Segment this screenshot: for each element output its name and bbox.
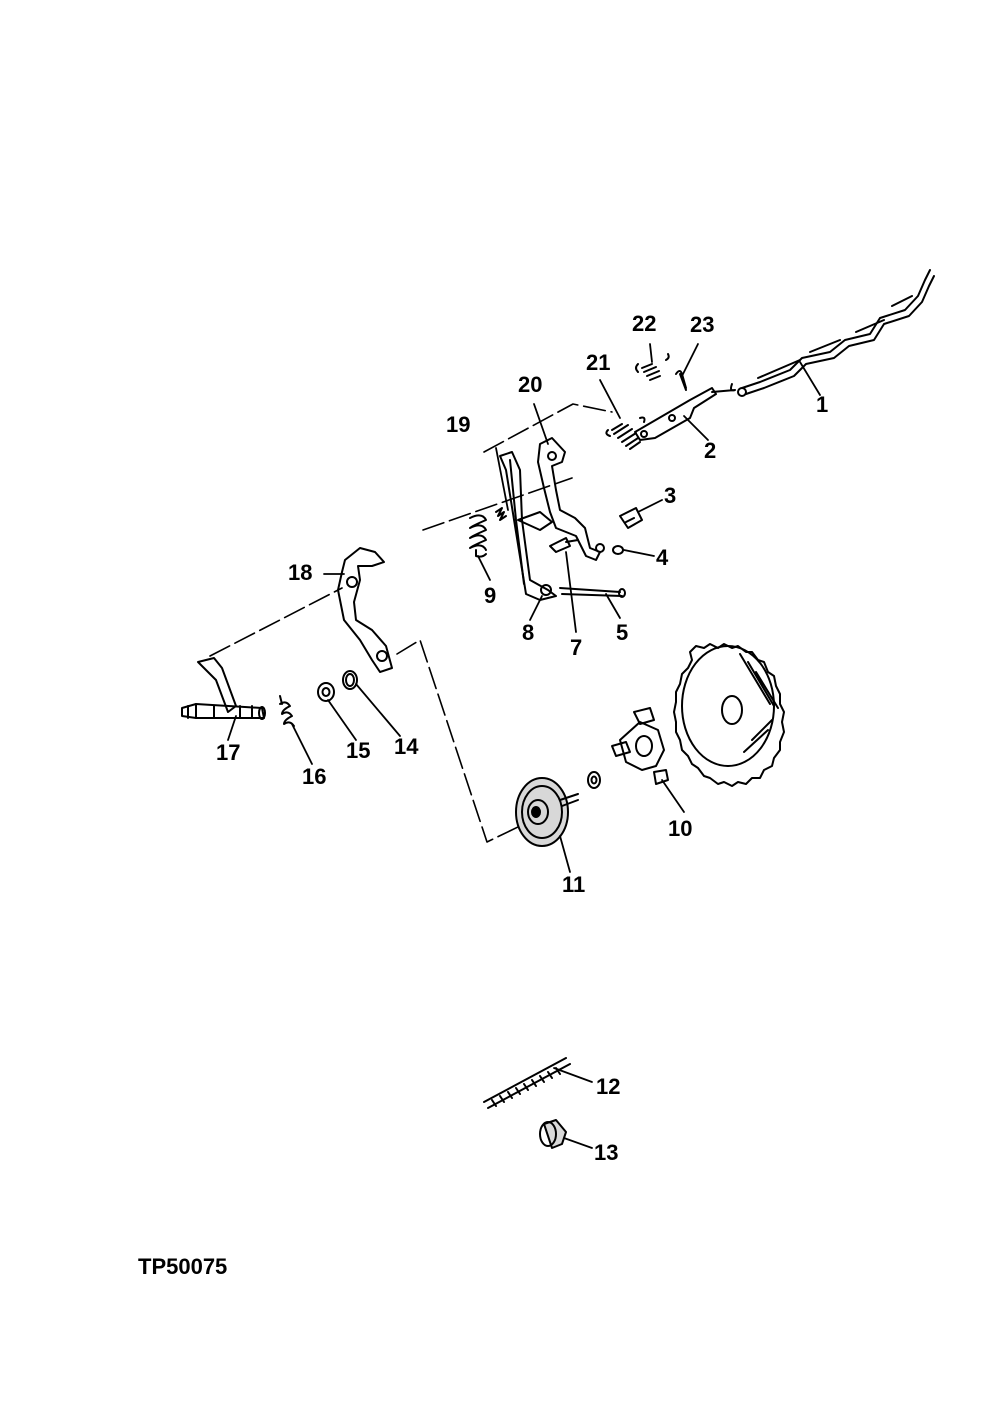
leader-lines bbox=[227, 343, 821, 1149]
callout-22: 22 bbox=[632, 311, 657, 336]
link-spring bbox=[635, 353, 670, 381]
e-ring bbox=[612, 545, 624, 555]
extension-spring bbox=[605, 416, 646, 450]
callout-17: 17 bbox=[216, 740, 241, 765]
callout-15: 15 bbox=[346, 738, 371, 763]
shaft-assembly bbox=[181, 657, 266, 720]
callout-2: 2 bbox=[704, 438, 717, 463]
dowel-rod bbox=[483, 1057, 571, 1109]
callout-1: 1 bbox=[816, 392, 829, 417]
callout-8: 8 bbox=[522, 620, 535, 645]
cotter-pin bbox=[675, 370, 687, 391]
callout-20: 20 bbox=[518, 372, 543, 397]
governor-rod bbox=[711, 269, 935, 397]
governor-gear bbox=[673, 643, 785, 787]
bracket bbox=[499, 451, 557, 601]
torsion-spring bbox=[279, 695, 295, 727]
pin bbox=[559, 587, 626, 598]
callout-18: 18 bbox=[288, 560, 313, 585]
bolt bbox=[549, 537, 579, 553]
spring bbox=[469, 514, 487, 558]
clip bbox=[619, 507, 643, 529]
callout-13: 13 bbox=[594, 1140, 619, 1165]
callout-16: 16 bbox=[302, 764, 327, 789]
callout-4: 4 bbox=[656, 545, 669, 570]
bushing bbox=[539, 1119, 567, 1149]
callout-11: 11 bbox=[562, 872, 586, 897]
callout-9: 9 bbox=[484, 583, 497, 608]
governor-lever bbox=[634, 387, 717, 441]
callout-14: 14 bbox=[394, 734, 419, 759]
callout-3: 3 bbox=[664, 483, 677, 508]
flyweight bbox=[611, 707, 669, 785]
washer-spring bbox=[342, 670, 358, 690]
figure-reference-id: TP50075 bbox=[138, 1254, 228, 1279]
callout-23: 23 bbox=[690, 312, 715, 337]
crank-lever bbox=[337, 547, 393, 673]
callout-19: 19 bbox=[446, 412, 471, 437]
washer bbox=[317, 682, 335, 702]
callout-7: 7 bbox=[570, 635, 583, 660]
dowel-washer bbox=[587, 771, 601, 789]
callout-5: 5 bbox=[616, 620, 629, 645]
alignment-lines bbox=[209, 403, 613, 843]
compression-spring bbox=[495, 507, 507, 521]
governor-shaft bbox=[515, 777, 579, 847]
speed-control-lever bbox=[537, 437, 605, 561]
callout-21: 21 bbox=[586, 350, 611, 375]
callout-10: 10 bbox=[668, 816, 693, 841]
callout-12: 12 bbox=[596, 1074, 621, 1099]
